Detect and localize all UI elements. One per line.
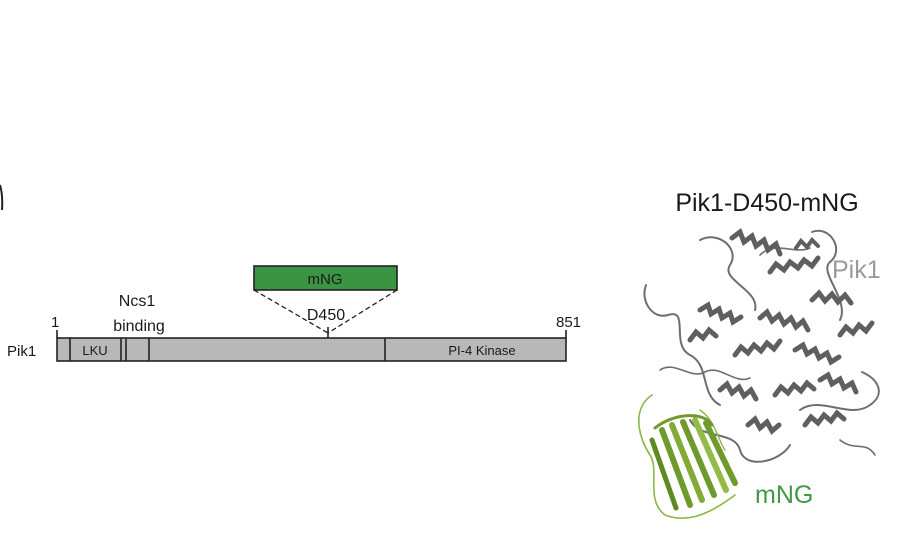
- pik1-protein-bar: [56, 337, 567, 362]
- strand-6: [649, 437, 679, 511]
- mng-structure: [638, 394, 738, 519]
- barrel-cap: [653, 414, 714, 430]
- helix-1: [729, 228, 783, 257]
- coil-4: [689, 419, 791, 463]
- mng-loop: [638, 394, 736, 519]
- pik1-structure: [643, 228, 880, 463]
- strand-1: [659, 427, 693, 508]
- helix-10: [817, 371, 859, 395]
- ncs1-label-line2: binding: [113, 318, 165, 335]
- helix-15: [794, 236, 820, 251]
- helix-9: [772, 379, 817, 398]
- end-position-label: 851: [556, 314, 581, 331]
- start-position-label: 1: [51, 314, 59, 331]
- strand-3: [680, 419, 717, 498]
- pik1-structure-label: Pik1: [832, 256, 881, 284]
- helix-8: [717, 380, 759, 402]
- mng-linker: [699, 409, 726, 451]
- protein-label: Pik1: [7, 343, 36, 360]
- helix-2: [767, 255, 821, 275]
- edge-mark: [0, 184, 4, 211]
- structure-panel: Pik1-D450-mNG: [638, 189, 881, 519]
- lku-domain-label: LKU: [82, 343, 107, 358]
- helix-4: [757, 308, 811, 333]
- mng-insert-box: [253, 265, 398, 291]
- helix-3: [697, 301, 744, 326]
- insert-site-label: D450: [307, 307, 345, 324]
- helix-6: [732, 338, 783, 358]
- strand-2: [669, 422, 705, 503]
- mng-structure-label: mNG: [755, 481, 813, 509]
- coil-2: [699, 236, 757, 311]
- helix-5: [809, 289, 854, 306]
- coil-1: [643, 284, 721, 406]
- coil-7: [759, 247, 811, 256]
- coil-6: [659, 366, 751, 381]
- insert-dash-left: [253, 289, 329, 334]
- structure-title: Pik1-D450-mNG: [675, 189, 858, 217]
- coil-5: [799, 371, 880, 411]
- strand-4: [692, 417, 729, 493]
- helix-12: [745, 415, 782, 435]
- ncs1-label-line1: Ncs1: [119, 293, 156, 310]
- helix-11: [837, 320, 875, 338]
- coil-8: [839, 439, 876, 456]
- helix-13: [802, 409, 847, 428]
- domain-diagram: mNG D450 Pik1 1 851 Ncs1 binding LKU PI-…: [7, 265, 581, 362]
- helix-14: [687, 326, 719, 343]
- strand-5: [703, 420, 738, 486]
- insert-dash-right: [327, 289, 398, 334]
- helix-7: [792, 341, 842, 366]
- kinase-domain-label: PI-4 Kinase: [448, 343, 515, 358]
- insert-label: mNG: [308, 271, 343, 288]
